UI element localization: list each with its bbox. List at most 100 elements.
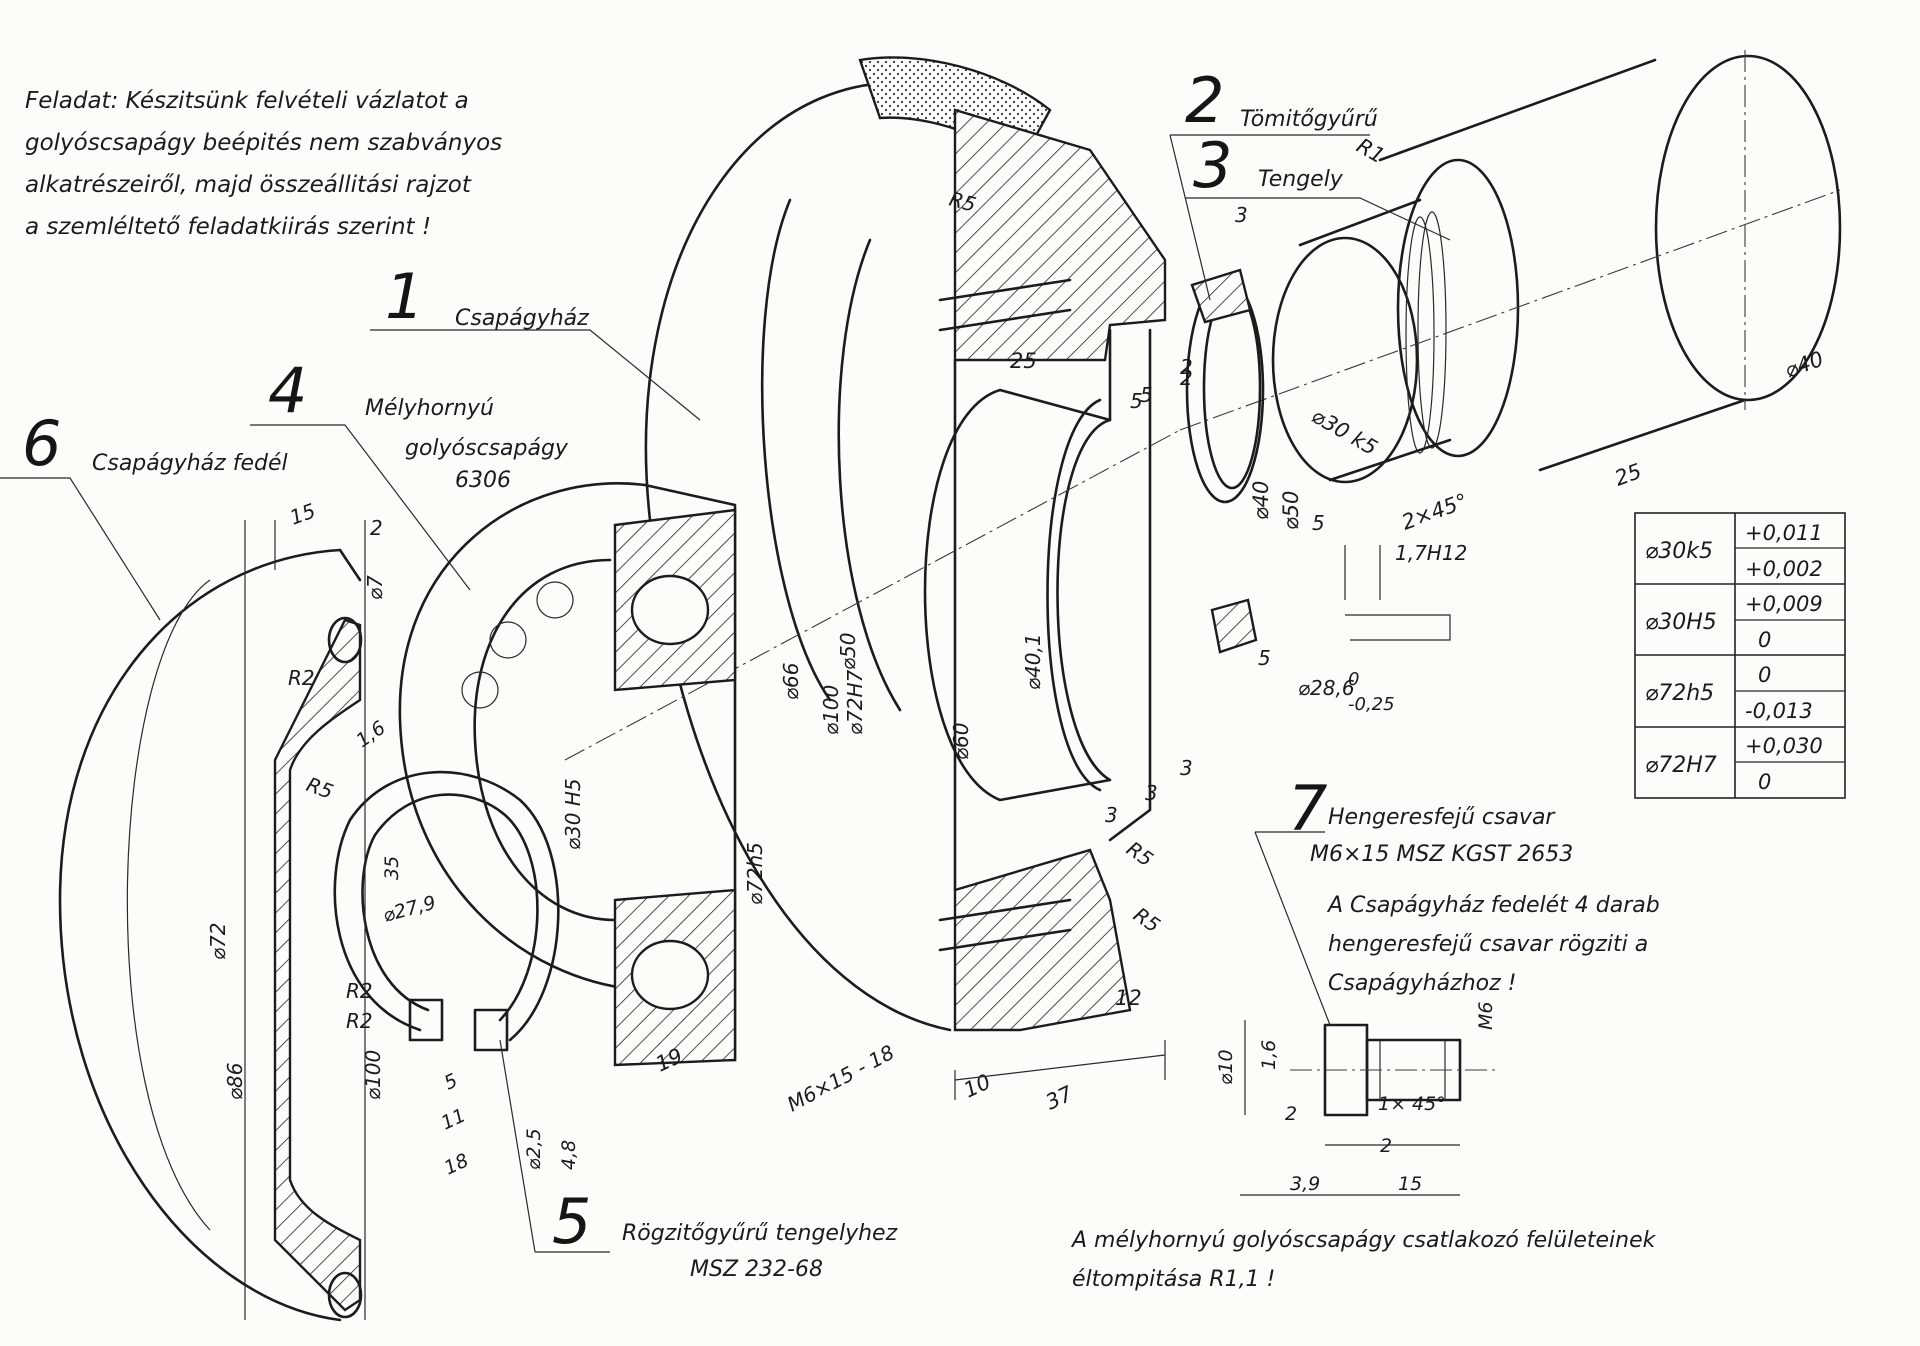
part-name-4b: golyóscsapágy (405, 436, 569, 461)
housing-bore (923, 388, 1112, 802)
part-name-3: Tengely (1258, 167, 1344, 192)
seal-ring-section (1190, 268, 1252, 324)
dim-label: 15 (287, 498, 319, 529)
groove-sketch (1344, 545, 1451, 641)
dim-label: ⌀50 (836, 633, 860, 671)
shaft-groove (1405, 216, 1435, 454)
part-number-4: 4 (268, 354, 307, 427)
dim-label: R1 (1353, 134, 1389, 169)
part-labels: 1 Csapágyház 2 Tömitőgyűrű 3 Tengely 4 M… (0, 64, 1573, 1282)
screw-note-line: Csapágyházhoz ! (1328, 971, 1516, 996)
cover-bolt-hole (327, 616, 363, 664)
part-name-2: Tömitőgyűrű (1240, 107, 1378, 132)
housing-fillet-arc (760, 198, 832, 702)
dim-label: 18 (441, 1149, 472, 1179)
table-fit: ⌀72h5 (1645, 681, 1714, 706)
task-text: Feladat: Készitsünk felvételi vázlatot a… (25, 88, 502, 240)
bearing-ball (630, 939, 710, 1011)
dim-label: 35 (381, 856, 403, 880)
part-name-5b: MSZ 232-68 (690, 1257, 823, 1282)
dim-label: 2 (1380, 1135, 1392, 1157)
part-name-6: Csapágyház fedél (92, 451, 288, 476)
dim-line (244, 520, 366, 1320)
housing-bore-inner (1046, 398, 1102, 792)
dim-label: 37 (1042, 1081, 1077, 1114)
dim-label: 0 (1348, 669, 1359, 690)
dim-label: 3,9 (1290, 1173, 1320, 1195)
housing-bolt-hole (938, 928, 1072, 952)
part-name-4: Mélyhornyú (365, 396, 494, 421)
leader-line (0, 477, 161, 621)
shaft-end-face (1654, 54, 1842, 402)
leader-line (499, 1039, 610, 1253)
dim-label: ⌀2,5 (523, 1128, 545, 1170)
housing-fillet-arc (837, 238, 902, 712)
shaft-part (1179, 50, 1842, 484)
ring-outer (333, 770, 560, 1042)
dim-label: R5 (1129, 902, 1165, 937)
shaft-silhouette-top (1378, 58, 1657, 162)
cover-section (273, 618, 362, 1312)
ring-inner (361, 793, 539, 1022)
dim-label: 3 (1180, 756, 1193, 780)
housing-face (1108, 328, 1152, 842)
dim-label: 25 (1010, 349, 1037, 373)
dim-label: 5 (1140, 383, 1153, 407)
leader-line (250, 424, 471, 591)
cover-part (58, 548, 363, 1322)
bearing-ball (536, 581, 574, 619)
dim-label: R5 (1122, 836, 1158, 871)
dim-label: ⌀10 (1215, 1049, 1237, 1085)
dim-label: ⌀40 (1249, 481, 1273, 520)
cover-inner-arc (126, 579, 211, 1231)
housing-section-bottom (953, 848, 1132, 1032)
table-lower: +0,002 (1745, 557, 1823, 581)
leader-line (370, 329, 701, 421)
ring-lug (408, 998, 444, 1042)
dim-label: ⌀86 (223, 1063, 247, 1101)
dim-label: ⌀7 (363, 575, 387, 600)
dim-label: M6×15 - 18 (783, 1040, 898, 1116)
dim-label: 12 (1115, 986, 1142, 1010)
table-lower: 0 (1758, 770, 1771, 794)
screw-detail (1240, 1020, 1495, 1196)
part-name-5: Rögzitőgyűrű tengelyhez (622, 1221, 898, 1246)
shaft-journal-top (1298, 198, 1422, 247)
cover-bolt-hole (327, 1271, 363, 1319)
dim-label: 5 (1312, 511, 1325, 535)
housing-bolt-hole (938, 308, 1072, 332)
dim-line (954, 1040, 1166, 1100)
shaft-silhouette-bottom (1538, 398, 1747, 472)
dim-label: 2 (1285, 1103, 1297, 1125)
dim-label: ⌀72H7 (843, 669, 867, 735)
task-line: golyóscsapágy beépités nem szabványos (25, 130, 502, 156)
dim-label: 2 (1180, 355, 1193, 379)
dim-label: 2 (1180, 366, 1193, 390)
table-upper: +0,030 (1745, 734, 1823, 758)
dim-label: ⌀27,9 (381, 892, 439, 927)
bearing-ball (630, 574, 710, 646)
table-upper: +0,009 (1745, 592, 1823, 616)
dim-label: R5 (303, 772, 336, 804)
dim-label: ⌀30 H5 (561, 778, 585, 850)
part-number-1: 1 (385, 260, 424, 333)
table-lower: -0,013 (1745, 699, 1813, 723)
dim-label: ⌀72h5 (743, 842, 767, 905)
dim-label: R2 (346, 1009, 373, 1033)
dim-label: 1,7H12 (1395, 541, 1467, 565)
bearing-ball (489, 621, 527, 659)
table-fit: ⌀30H5 (1645, 610, 1717, 635)
cover-outer-face (58, 548, 342, 1322)
part-name-1: Csapágyház (455, 306, 589, 331)
cover-edge (338, 548, 362, 582)
dim-label: 15 (1398, 1173, 1422, 1195)
dim-label: ⌀50 (1279, 491, 1303, 530)
retaining-ring-part (333, 770, 560, 1052)
dim-label: 1,6 (352, 717, 389, 752)
part-name-7: Hengeresfejű csavar (1328, 805, 1556, 830)
shaft-journal-end (1271, 236, 1419, 484)
leader-line (1185, 197, 1451, 241)
task-line: alkatrészeiről, majd összeállitási rajzo… (25, 172, 472, 198)
